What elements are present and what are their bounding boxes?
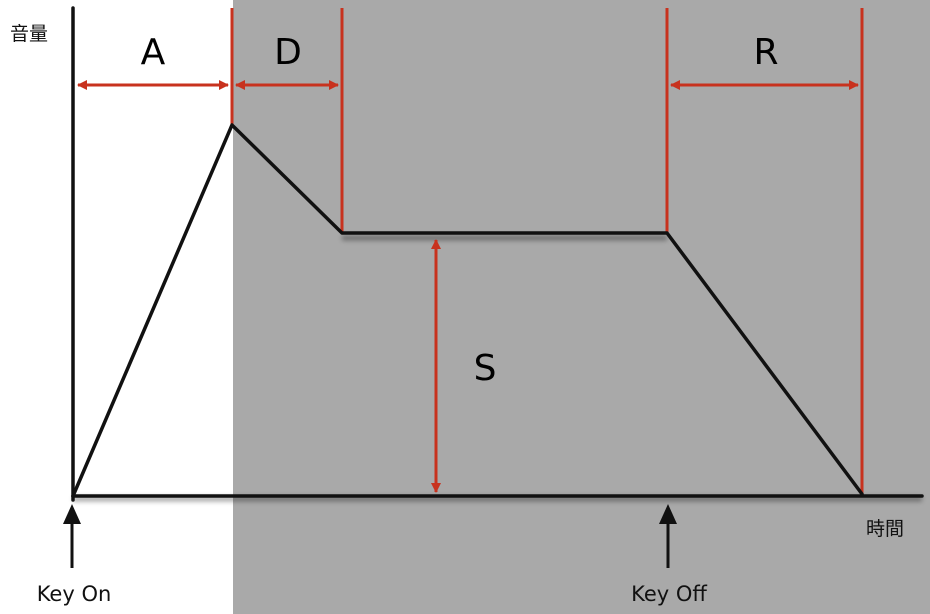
line-shadows bbox=[73, 235, 922, 502]
phase-guides bbox=[230, 8, 864, 494]
key-off-arrow bbox=[659, 504, 677, 568]
sustain-label: S bbox=[474, 348, 497, 389]
decay-label: D bbox=[274, 32, 302, 73]
shaded-region bbox=[233, 0, 930, 614]
y-axis-label: 音量 bbox=[10, 23, 48, 45]
key-off-label: Key Off bbox=[631, 582, 707, 606]
key-on-arrow bbox=[63, 504, 81, 568]
key-on-label: Key On bbox=[37, 582, 112, 606]
x-axis-label: 時間 bbox=[866, 518, 904, 540]
adsr-envelope bbox=[71, 123, 864, 498]
attack-label: A bbox=[141, 32, 166, 73]
release-label: R bbox=[753, 32, 778, 73]
